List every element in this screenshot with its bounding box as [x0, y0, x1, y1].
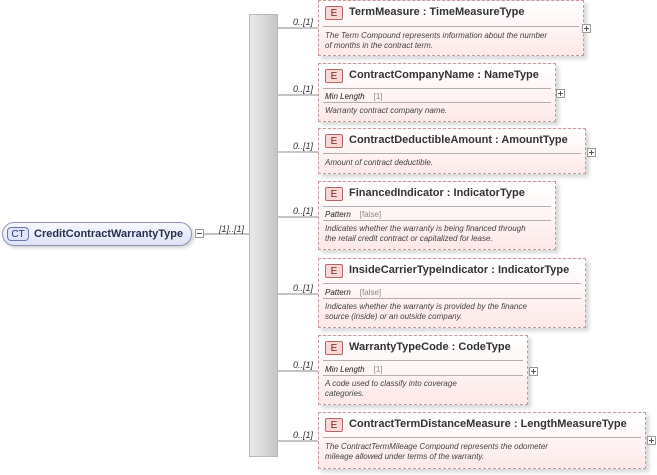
complex-type-badge: CT [7, 227, 29, 241]
expand-icon[interactable] [582, 24, 591, 33]
facet-name: Pattern [325, 210, 351, 219]
collapse-icon[interactable] [195, 229, 204, 238]
facet-value: [false] [359, 288, 382, 297]
element-title: ContractDeductibleAmount : AmountType [349, 134, 568, 146]
element-occurrence: 0..[1] [293, 84, 314, 94]
element-badge: E [325, 187, 343, 201]
element-occurrence: 0..[1] [293, 141, 314, 151]
complex-type-node[interactable]: CT CreditContractWarrantyType [2, 222, 192, 246]
divider [323, 283, 581, 284]
element-description: The Term Compound represents information… [325, 31, 548, 50]
element-badge: E [325, 69, 343, 83]
element-occurrence: 0..[1] [293, 360, 314, 370]
element-node-contract-company-name[interactable]: E ContractCompanyName : NameType Min Len… [318, 63, 556, 122]
facet-row: Pattern [false] [325, 210, 381, 219]
element-occurrence: 0..[1] [293, 206, 314, 216]
facet-name: Pattern [325, 288, 351, 297]
element-node-contract-term-distance-measure[interactable]: E ContractTermDistanceMeasure : LengthMe… [318, 412, 646, 469]
divider [323, 375, 523, 376]
sequence-occurrence: [1]..[1] [219, 224, 245, 234]
facet-row: Pattern [false] [325, 288, 381, 297]
divider [323, 102, 551, 103]
element-title: FinancedIndicator : IndicatorType [349, 187, 525, 199]
element-description: A code used to classify into coverage ca… [325, 379, 457, 398]
divider [323, 153, 581, 154]
divider [323, 88, 551, 89]
element-title: InsideCarrierTypeIndicator : IndicatorTy… [349, 264, 570, 276]
facet-value: [false] [359, 210, 382, 219]
expand-icon[interactable] [587, 148, 596, 157]
expand-icon[interactable] [647, 436, 656, 445]
element-node-term-measure[interactable]: E TermMeasure : TimeMeasureType The Term… [318, 0, 584, 56]
element-occurrence: 0..[1] [293, 17, 314, 27]
element-occurrence: 0..[1] [293, 283, 314, 293]
element-title: TermMeasure : TimeMeasureType [349, 6, 525, 18]
element-badge: E [325, 134, 343, 148]
facet-value: [1] [373, 365, 383, 374]
element-badge: E [325, 264, 343, 278]
element-title: ContractCompanyName : NameType [349, 69, 539, 81]
element-title: WarrantyTypeCode : CodeType [349, 341, 511, 353]
element-node-contract-deductible-amount[interactable]: E ContractDeductibleAmount : AmountType … [318, 128, 586, 174]
element-node-inside-carrier-type-indicator[interactable]: E InsideCarrierTypeIndicator : Indicator… [318, 258, 586, 328]
divider [323, 26, 579, 27]
element-description: The ContractTermMileage Compound represe… [325, 442, 548, 461]
element-node-warranty-type-code[interactable]: E WarrantyTypeCode : CodeType Min Length… [318, 335, 528, 405]
element-description: Amount of contract deductible. [325, 158, 434, 167]
element-description: Warranty contract company name. [325, 106, 448, 115]
element-badge: E [325, 6, 343, 20]
element-badge: E [325, 418, 343, 432]
divider [323, 220, 551, 221]
element-title: ContractTermDistanceMeasure : LengthMeas… [349, 418, 627, 430]
divider [323, 437, 641, 438]
complex-type-name: CreditContractWarrantyType [34, 228, 184, 240]
facet-row: Min Length [1] [325, 92, 383, 101]
element-description: Indicates whether the warranty is being … [325, 224, 526, 243]
facet-name: Min Length [325, 92, 365, 101]
divider [323, 360, 523, 361]
element-description: Indicates whether the warranty is provid… [325, 302, 527, 321]
facet-row: Min Length [1] [325, 365, 383, 374]
facet-value: [1] [373, 92, 383, 101]
element-occurrence: 0..[1] [293, 430, 314, 440]
sequence-compositor[interactable] [249, 14, 278, 457]
facet-name: Min Length [325, 365, 365, 374]
element-node-financed-indicator[interactable]: E FinancedIndicator : IndicatorType Patt… [318, 181, 556, 250]
divider [323, 206, 551, 207]
expand-icon[interactable] [529, 367, 538, 376]
element-badge: E [325, 341, 343, 355]
expand-icon[interactable] [556, 89, 565, 98]
divider [323, 298, 581, 299]
